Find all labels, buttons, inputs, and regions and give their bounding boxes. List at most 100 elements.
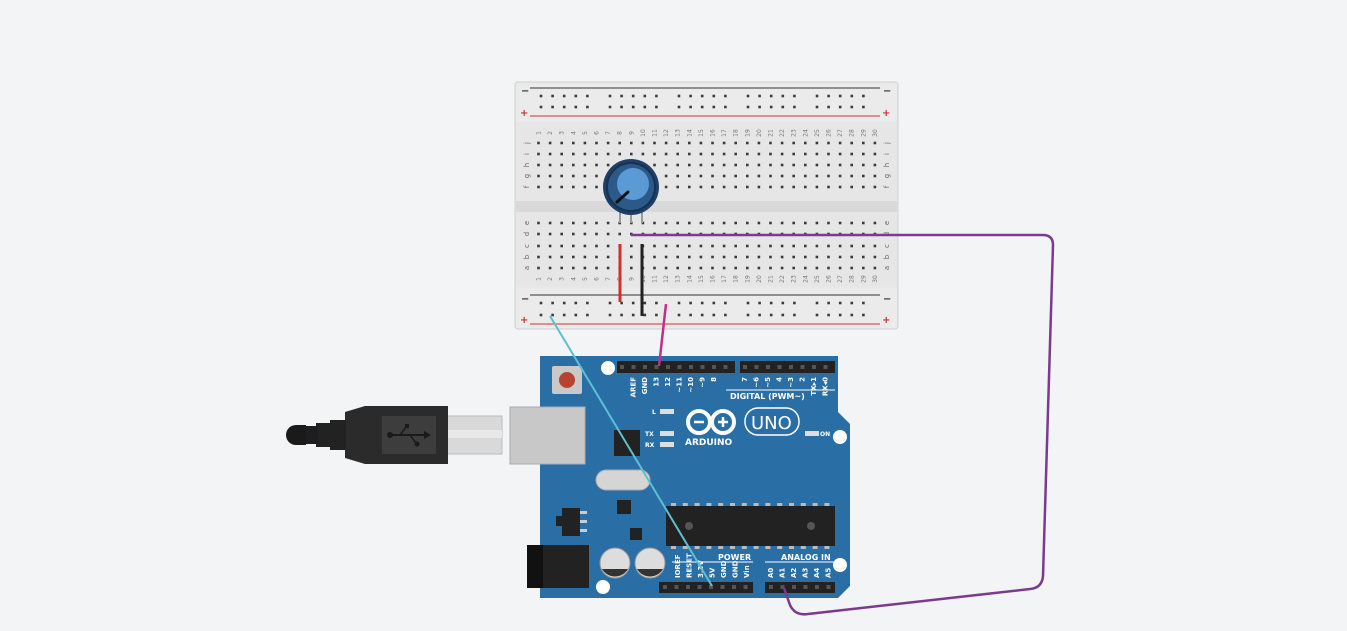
hole-f27[interactable]	[838, 185, 842, 189]
hole-g6[interactable]	[595, 174, 598, 178]
digital-header-hole[interactable]	[677, 365, 682, 369]
hole-a21[interactable]	[769, 266, 772, 270]
hole-b28[interactable]	[850, 255, 853, 259]
digital-header-hole[interactable]	[766, 365, 770, 369]
rail-hole[interactable]	[643, 301, 647, 305]
hole-a23[interactable]	[792, 266, 795, 270]
rail-hole[interactable]	[539, 313, 543, 317]
hole-d5[interactable]	[583, 232, 587, 236]
hole-a26[interactable]	[827, 266, 830, 270]
rail-hole[interactable]	[689, 313, 692, 317]
hole-b27[interactable]	[838, 255, 842, 259]
hole-j12[interactable]	[664, 141, 668, 145]
hole-c24[interactable]	[804, 244, 807, 248]
rail-hole[interactable]	[758, 94, 761, 98]
hole-b9[interactable]	[630, 255, 633, 259]
hole-b5[interactable]	[583, 255, 587, 259]
rail-hole[interactable]	[655, 313, 658, 317]
hole-a25[interactable]	[815, 266, 819, 270]
hole-c9[interactable]	[630, 244, 633, 248]
hole-e1[interactable]	[537, 221, 540, 225]
hole-c7[interactable]	[606, 244, 610, 248]
power-header-hole[interactable]	[720, 585, 725, 589]
rail-hole[interactable]	[793, 301, 796, 305]
hole-a28[interactable]	[850, 266, 853, 270]
hole-j26[interactable]	[827, 141, 830, 145]
hole-a1[interactable]	[537, 266, 540, 270]
hole-i2[interactable]	[548, 152, 552, 156]
rail-hole[interactable]	[574, 301, 578, 305]
hole-b4[interactable]	[572, 255, 575, 259]
hole-b21[interactable]	[769, 255, 772, 259]
hole-d7[interactable]	[606, 232, 610, 236]
hole-h15[interactable]	[699, 163, 703, 167]
hole-i16[interactable]	[711, 152, 714, 156]
rail-hole[interactable]	[746, 94, 750, 98]
hole-b29[interactable]	[862, 255, 865, 259]
hole-b2[interactable]	[548, 255, 552, 259]
hole-a7[interactable]	[606, 266, 610, 270]
rail-hole[interactable]	[620, 94, 623, 98]
hole-i17[interactable]	[722, 152, 726, 156]
rail-hole[interactable]	[586, 94, 589, 98]
hole-a24[interactable]	[804, 266, 807, 270]
hole-a2[interactable]	[548, 266, 552, 270]
rail-hole[interactable]	[827, 313, 830, 317]
hole-e13[interactable]	[676, 221, 679, 225]
hole-g30[interactable]	[873, 174, 877, 178]
bottom-rail-holes[interactable]	[539, 301, 865, 317]
hole-e18[interactable]	[734, 221, 737, 225]
hole-j14[interactable]	[688, 141, 691, 145]
hole-g12[interactable]	[664, 174, 668, 178]
rail-hole[interactable]	[746, 105, 750, 109]
hole-e19[interactable]	[746, 221, 749, 225]
power-header-hole[interactable]	[663, 585, 667, 589]
wire-magenta[interactable]	[657, 303, 668, 367]
hole-i5[interactable]	[583, 152, 587, 156]
rail-hole[interactable]	[746, 301, 750, 305]
hole-h23[interactable]	[792, 163, 795, 167]
rail-hole[interactable]	[643, 105, 647, 109]
hole-i29[interactable]	[862, 152, 865, 156]
rail-hole[interactable]	[539, 301, 543, 305]
hole-e2[interactable]	[548, 221, 552, 225]
rail-hole[interactable]	[781, 313, 785, 317]
hole-f17[interactable]	[722, 185, 726, 189]
hole-h25[interactable]	[815, 163, 819, 167]
hole-f30[interactable]	[873, 185, 877, 189]
rail-hole[interactable]	[655, 301, 658, 305]
hole-i1[interactable]	[537, 152, 540, 156]
hole-b3[interactable]	[560, 255, 563, 259]
hole-j27[interactable]	[838, 141, 842, 145]
rail-hole[interactable]	[700, 105, 704, 109]
hole-a5[interactable]	[583, 266, 587, 270]
hole-a11[interactable]	[653, 266, 656, 270]
rail-hole[interactable]	[862, 94, 865, 98]
hole-j9[interactable]	[630, 141, 633, 145]
rail-hole[interactable]	[827, 94, 830, 98]
hole-h2[interactable]	[548, 163, 552, 167]
hole-e20[interactable]	[757, 221, 761, 225]
rail-hole[interactable]	[620, 313, 623, 317]
hole-h19[interactable]	[746, 163, 749, 167]
hole-b19[interactable]	[746, 255, 749, 259]
hole-c22[interactable]	[780, 244, 784, 248]
hole-a6[interactable]	[595, 266, 598, 270]
rail-hole[interactable]	[677, 313, 681, 317]
rail-hole[interactable]	[631, 301, 635, 305]
rail-hole[interactable]	[793, 313, 796, 317]
hole-g29[interactable]	[862, 174, 865, 178]
rail-hole[interactable]	[712, 313, 716, 317]
hole-i4[interactable]	[572, 152, 575, 156]
hole-j3[interactable]	[560, 141, 563, 145]
hole-h27[interactable]	[838, 163, 842, 167]
hole-j22[interactable]	[780, 141, 784, 145]
analog-header-hole[interactable]	[792, 585, 796, 589]
rail-hole[interactable]	[586, 313, 589, 317]
hole-i13[interactable]	[676, 152, 679, 156]
digital-header-hole[interactable]	[654, 365, 659, 369]
hole-g23[interactable]	[792, 174, 795, 178]
power-header-hole[interactable]	[709, 585, 713, 589]
rail-hole[interactable]	[620, 301, 623, 305]
hole-h12[interactable]	[664, 163, 668, 167]
